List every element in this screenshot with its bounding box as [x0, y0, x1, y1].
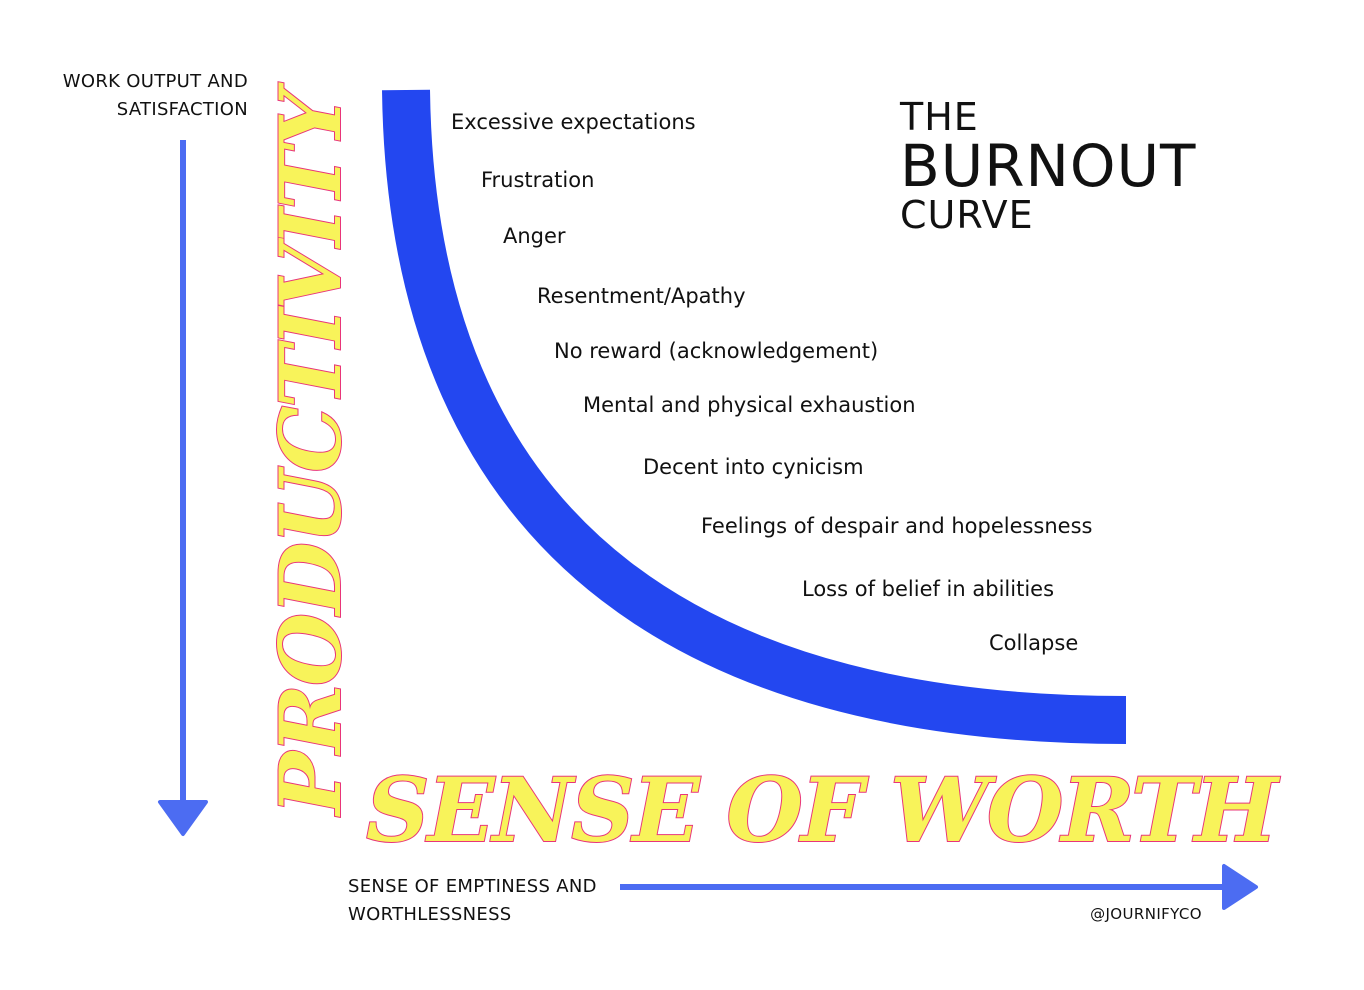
productivity-label: PRODUCTIVITY: [260, 90, 361, 816]
stage-label: Mental and physical exhaustion: [583, 393, 916, 417]
productivity-label-wrap: PRODUCTIVITY: [260, 48, 361, 858]
stage-label: Loss of belief in abilities: [802, 577, 1055, 601]
stage-label: Frustration: [481, 168, 595, 192]
credit-handle: @JOURNIFYCO: [1090, 905, 1202, 923]
y-axis-caption-line2: SATISFACTION: [116, 99, 248, 120]
x-axis-arrow-head: [1222, 864, 1258, 910]
x-axis-caption: SENSE OF EMPTINESS AND WORTHLESSNESS: [348, 873, 628, 929]
title-line1: THE: [900, 95, 979, 139]
stage-label: No reward (acknowledgement): [554, 339, 879, 363]
stage-label: Anger: [503, 224, 566, 248]
x-axis-caption-line2: WORTHLESSNESS: [348, 904, 512, 925]
stage-label: Collapse: [989, 631, 1079, 655]
sense-of-worth-label: SENSE OF WORTH: [365, 758, 1279, 862]
stage-label: Excessive expectations: [451, 110, 696, 134]
title-line3: CURVE: [900, 193, 1034, 237]
diagram-title: THE BURNOUT CURVE: [900, 96, 1196, 236]
y-axis-arrow-head: [158, 800, 208, 836]
stage-label: Decent into cynicism: [643, 455, 864, 479]
burnout-curve: [382, 89, 1127, 744]
x-axis-caption-line1: SENSE OF EMPTINESS AND: [348, 876, 597, 897]
stage-label: Feelings of despair and hopelessness: [701, 514, 1093, 538]
y-axis-caption: WORK OUTPUT AND SATISFACTION: [0, 68, 248, 124]
y-axis-caption-line1: WORK OUTPUT AND: [62, 71, 248, 92]
title-line2: BURNOUT: [900, 132, 1197, 200]
stage-label: Resentment/Apathy: [537, 284, 746, 308]
